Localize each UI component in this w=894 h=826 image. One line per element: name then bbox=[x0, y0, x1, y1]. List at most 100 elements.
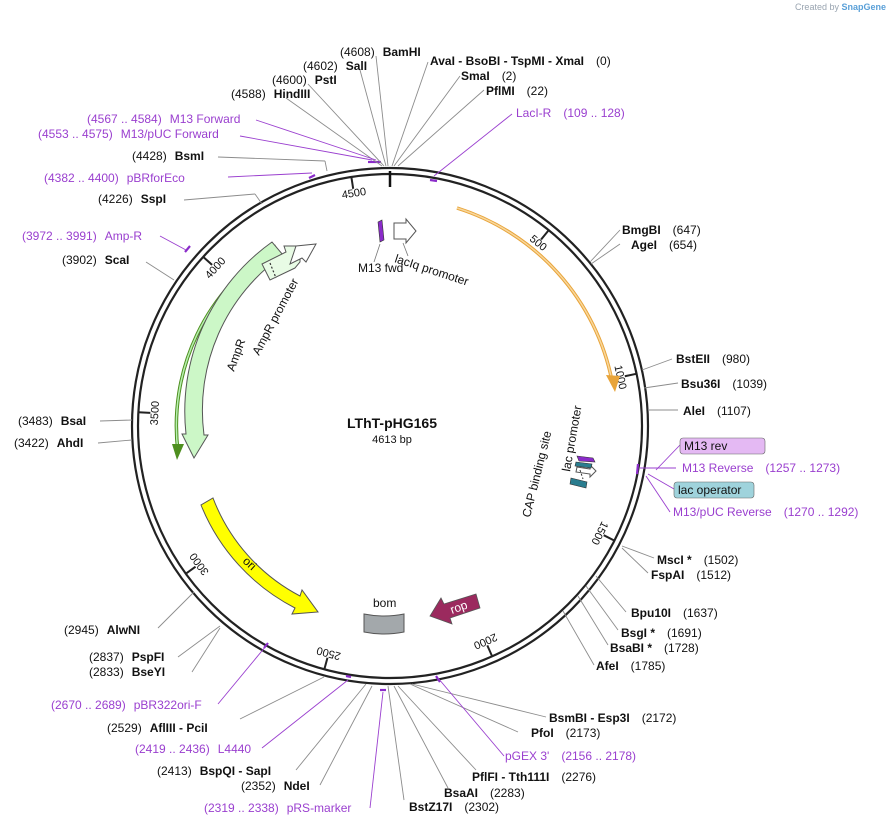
primer-range: (3972 .. 3991) bbox=[22, 229, 97, 243]
site-enzyme-name: AhdI bbox=[57, 436, 84, 450]
laci-arrowhead bbox=[606, 375, 620, 392]
primer-range: (4567 .. 4584) bbox=[87, 112, 162, 126]
site-enzyme-name: Bpu10I bbox=[631, 606, 671, 620]
hindiii-leader bbox=[285, 97, 383, 167]
site-enzyme-name: MscI * bbox=[657, 553, 692, 567]
tick-label-1500: 1500 bbox=[588, 519, 610, 546]
site-enzyme-name: BsaBI * bbox=[610, 641, 652, 655]
site-label-pspfi: (2837) PspFI bbox=[89, 650, 164, 664]
site-position: (1502) bbox=[704, 553, 739, 567]
site-position: (1637) bbox=[683, 606, 718, 620]
pfoi-leader bbox=[409, 683, 519, 733]
site-position: (1039) bbox=[732, 377, 767, 391]
lac-operator-box bbox=[673, 481, 755, 499]
afliii-leader bbox=[239, 676, 325, 720]
site-enzyme-name: Bsu36I bbox=[681, 377, 720, 391]
site-enzyme-name: ScaI bbox=[105, 253, 130, 267]
site-position: (1512) bbox=[696, 568, 731, 582]
pspfi-leader bbox=[177, 625, 221, 658]
primer-name: M13 Reverse bbox=[682, 461, 754, 475]
site-enzyme-name: PflFI - Tth111I bbox=[472, 770, 549, 784]
site-position: (2833) bbox=[89, 665, 124, 679]
tick-label-2500: 2500 bbox=[315, 644, 342, 662]
tick-label-4500: 4500 bbox=[341, 186, 367, 202]
site-position: (3483) bbox=[18, 414, 53, 428]
site-enzyme-name: AlwNI bbox=[107, 623, 140, 637]
primer-name: Amp-R bbox=[105, 229, 143, 243]
amp-r-mark bbox=[184, 245, 191, 253]
site-position: (1728) bbox=[664, 641, 699, 655]
site-enzyme-name: FspAI bbox=[651, 568, 684, 582]
site-label-bpu10i: Bpu10I (1637) bbox=[631, 606, 718, 620]
site-label-pflfi: PflFI - Tth111I(2276) bbox=[472, 770, 596, 784]
l4440-mark bbox=[345, 674, 352, 679]
ahdi-leader bbox=[97, 439, 133, 444]
bp-tick bbox=[624, 372, 637, 378]
site-position: (4602) bbox=[303, 59, 338, 73]
primer-range: (2319 .. 2338) bbox=[204, 801, 279, 815]
ndei-leader bbox=[319, 685, 373, 786]
site-label-msci: MscI * (1502) bbox=[657, 553, 738, 567]
primer-label-pbr322ori: (2670 .. 2689)pBR322ori-F bbox=[51, 698, 202, 712]
primer-leaders bbox=[159, 113, 681, 809]
site-position: (0) bbox=[596, 54, 611, 68]
pbrforeco-leader bbox=[227, 172, 313, 178]
bp-tick bbox=[202, 256, 213, 266]
bpu10i-leader bbox=[595, 575, 627, 613]
site-enzyme-name: SalI bbox=[346, 59, 367, 73]
site-position: (4600) bbox=[272, 73, 307, 87]
site-position: (2945) bbox=[64, 623, 99, 637]
bsaai-leader bbox=[393, 685, 449, 789]
amp-r-leader bbox=[159, 235, 187, 251]
prs-marker-leader bbox=[369, 691, 384, 809]
site-label-bstz17i: BstZ17I(2302) bbox=[409, 800, 499, 814]
bmgbi-leader bbox=[589, 229, 621, 263]
m13-reverse-mark bbox=[635, 463, 640, 475]
site-enzyme-name: BstZ17I bbox=[409, 800, 452, 814]
site-position: (2352) bbox=[241, 779, 276, 793]
site-label-bmgbi: BmgBI(647) bbox=[622, 223, 701, 237]
pbrforeco-mark bbox=[308, 174, 316, 179]
site-enzyme-name: BsmI bbox=[175, 149, 204, 163]
laciq-leader bbox=[402, 242, 409, 257]
laci-r-leader bbox=[433, 113, 513, 177]
site-label-bsmbi: BsmBI - Esp3I(2172) bbox=[549, 711, 676, 725]
site-label-afliii: (2529)AflIII - PciI bbox=[107, 721, 208, 735]
bsmi-leader-1 bbox=[217, 156, 326, 162]
site-enzyme-name: PflMI bbox=[486, 84, 515, 98]
bp-tick bbox=[185, 565, 197, 575]
pgex3-mark bbox=[435, 675, 441, 683]
rop-arrow bbox=[429, 593, 481, 625]
site-enzyme-name: BsaI bbox=[61, 414, 86, 428]
site-enzyme-name: SspI bbox=[141, 192, 166, 206]
site-label-ndei: (2352)NdeI bbox=[241, 779, 310, 793]
site-position: (2837) bbox=[89, 650, 124, 664]
primer-label-m13pucrev: M13/pUC Reverse(1270 .. 1292) bbox=[673, 505, 858, 519]
credit-prefix: Created by bbox=[794, 2, 839, 12]
site-label-alwni: (2945) AlwNI bbox=[64, 623, 140, 637]
site-enzyme-name: BseYI bbox=[132, 665, 165, 679]
primer-name: pRS-marker bbox=[287, 801, 352, 815]
ampr-promoter-divider bbox=[269, 262, 277, 279]
primer-name: L4440 bbox=[218, 742, 252, 756]
bsu36i-leader bbox=[643, 382, 679, 389]
tick-label-3000: 3000 bbox=[188, 550, 212, 577]
m13-puc-forward-leader bbox=[239, 135, 373, 161]
bseyi-leader bbox=[191, 627, 221, 673]
primer-label-m13fwd: (4567 .. 4584)M13 Forward bbox=[87, 112, 240, 126]
site-enzyme-name: BstEII bbox=[676, 352, 710, 366]
primer-range: (4382 .. 4400) bbox=[44, 171, 119, 185]
agei-leader bbox=[590, 243, 621, 265]
site-enzyme-name: PspFI bbox=[132, 650, 165, 664]
site-position: (4608) bbox=[340, 45, 375, 59]
site-position: (647) bbox=[673, 223, 701, 237]
site-enzyme-name: AflIII - PciI bbox=[150, 721, 208, 735]
primer-label-ampr_primer: (3972 .. 3991) Amp-R bbox=[22, 229, 142, 243]
site-label-sspi: (4226)SspI bbox=[98, 192, 166, 206]
pflfi-leader bbox=[397, 685, 477, 771]
primer-label-l4440: (2419 .. 2436)L4440 bbox=[135, 742, 251, 756]
ampr-label: AmpR bbox=[224, 337, 249, 373]
tick-label-2000: 2000 bbox=[472, 630, 499, 651]
m13-fwd-arrow bbox=[377, 219, 385, 243]
